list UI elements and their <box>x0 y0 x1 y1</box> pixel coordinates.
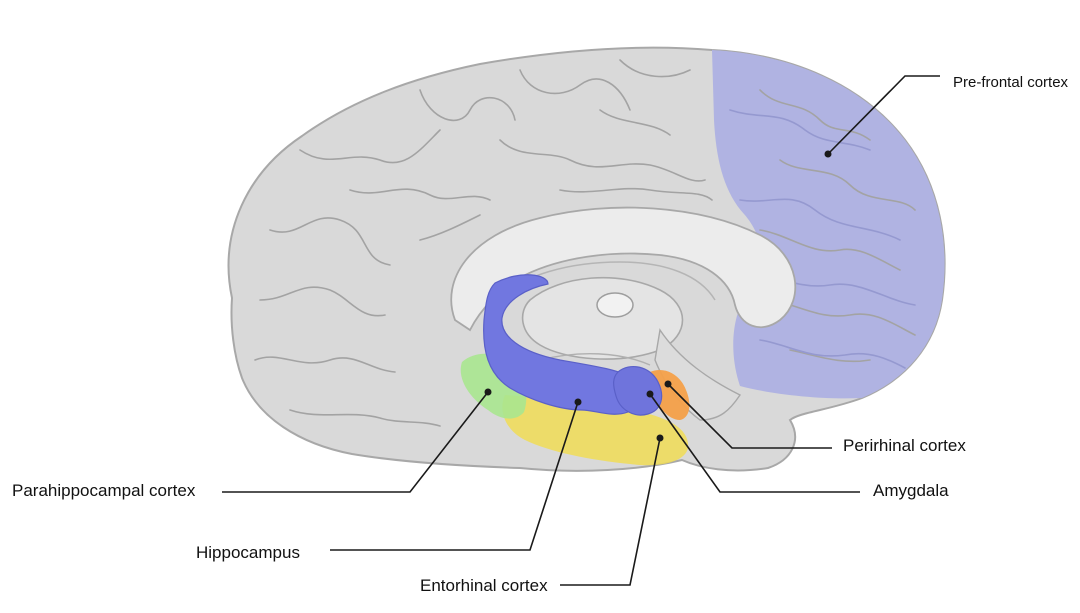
dot-amygdala <box>646 390 654 398</box>
dot-hippocampus <box>574 398 582 406</box>
leader-prefrontal <box>827 75 940 155</box>
leader-entorhinal <box>560 437 661 586</box>
label-amygdala: Amygdala <box>873 481 949 500</box>
leader-dots <box>484 150 832 442</box>
dot-entorhinal <box>656 434 664 442</box>
corpus-callosum <box>450 206 797 332</box>
dot-parahippocampal <box>484 388 492 396</box>
label-entorhinal-cortex: Entorhinal cortex <box>420 576 548 595</box>
label-perirhinal-cortex: Perirhinal cortex <box>843 436 966 455</box>
leader-hippocampus <box>330 401 579 551</box>
label-hippocampus: Hippocampus <box>196 543 300 562</box>
leader-lines <box>222 75 940 586</box>
dot-perirhinal <box>664 380 672 388</box>
gyri-folds <box>254 59 916 427</box>
interthalamic-adhesion <box>596 292 634 318</box>
dot-prefrontal <box>824 150 832 158</box>
amygdala-region <box>613 365 663 416</box>
label-parahippocampal-cortex: Parahippocampal cortex <box>12 481 196 500</box>
leader-amygdala <box>649 393 860 493</box>
leader-parahippocampal <box>222 391 489 493</box>
leader-perirhinal <box>667 383 832 449</box>
label-prefrontal-cortex: Pre-frontal cortex <box>953 74 1069 91</box>
